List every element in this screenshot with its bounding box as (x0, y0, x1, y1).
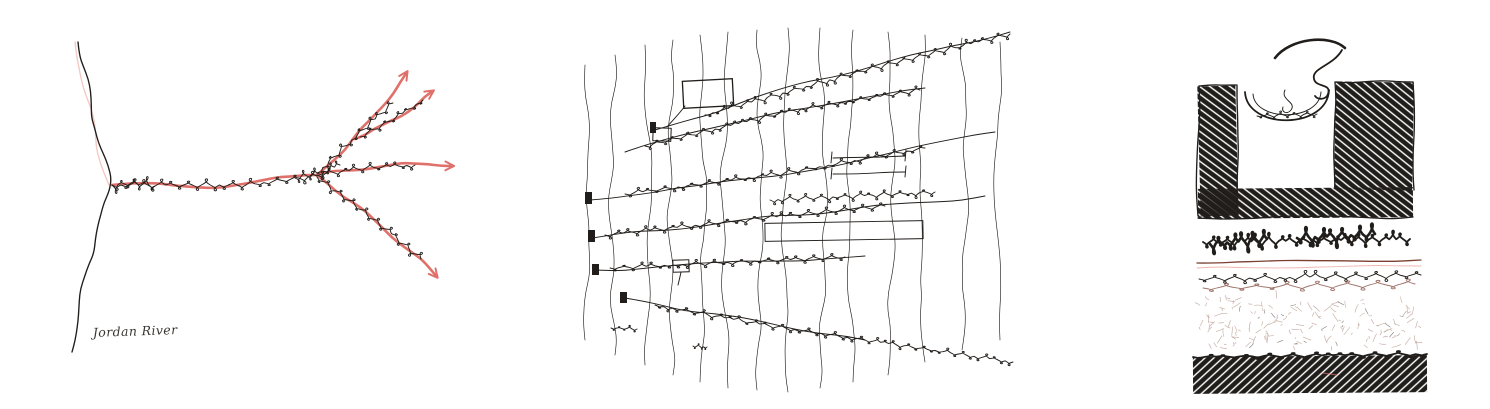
contour-line (846, 29, 856, 383)
scribble-garland-branch-right (316, 161, 416, 181)
survey-post (588, 230, 595, 242)
river-branching-sketch: Jordan River (71, 41, 456, 353)
contour-line (699, 34, 708, 383)
contour-line (780, 27, 790, 393)
terrace-ray-top-garland (704, 32, 1011, 118)
contour-line (755, 29, 764, 391)
plan-box-small-upper (652, 127, 672, 142)
hand-mark-scribble (610, 324, 638, 333)
scribble-garland-branch-upper-2 (359, 99, 424, 139)
terrace-ray-5-garland (609, 253, 846, 272)
red-branch-upper-2 (353, 89, 435, 141)
contour-line (918, 34, 926, 363)
hatched-band-top-edge (1192, 350, 1428, 361)
bowl-center-squiggle (1282, 89, 1293, 114)
dimension-bar-ticks (830, 165, 907, 180)
block-edge (1334, 80, 1414, 84)
contour-line (887, 31, 896, 376)
hatched-block-bottom-bar (1197, 187, 1414, 219)
dimension-bar (832, 155, 906, 159)
bowl-scribble (1256, 110, 1318, 120)
ground-garland (1198, 269, 1422, 285)
dimension-bar-ticks (830, 149, 907, 164)
block-edge (1412, 81, 1416, 191)
river-bank-line-red-shadow (74, 41, 110, 186)
mid-band-zigzag-left (1208, 228, 1269, 256)
terrace-ray-3-garland (624, 145, 926, 198)
field-scatter-sepia (1194, 290, 1423, 351)
terrace-ray-lower-garland (654, 304, 866, 343)
terrace-ray-lower (624, 297, 866, 341)
scribble-garland-trunk (111, 170, 318, 192)
red-branch-right (315, 160, 456, 177)
plan-box-small-lower-pole (677, 271, 682, 286)
scribble-garland-branch-upper (316, 101, 394, 174)
block-edge (1197, 215, 1414, 220)
contour-line (608, 54, 617, 356)
gesture-hook (1313, 49, 1343, 100)
sepia-ground-line (1196, 259, 1422, 264)
terrace-mid-garland (769, 189, 936, 206)
handwritten-caption: Jordan River (90, 322, 179, 340)
scribble-garland-branch-lower (316, 176, 423, 260)
terraced-field-perspective-sketch (583, 27, 1014, 393)
terrace-ray-3 (589, 131, 996, 201)
plan-box-top (681, 78, 735, 109)
red-ground-line (1196, 265, 1422, 269)
dimension-bar (832, 171, 906, 175)
terrace-ray-top (654, 31, 1011, 131)
river-bank-line (71, 41, 112, 353)
hand-mark-scribble (692, 343, 708, 351)
hatched-band-bottom (1192, 355, 1428, 394)
plan-box-top-leader (666, 105, 686, 128)
terrace-ray-lower-right-garland (864, 337, 1014, 367)
courtyard-section-sketch (1192, 38, 1428, 394)
terrace-ray-5 (596, 255, 866, 271)
terrace-ray-4-garland (604, 202, 886, 240)
mid-band-zigzag-right (1295, 222, 1377, 250)
scribble-knot-junction (294, 160, 341, 183)
block-edge (1236, 85, 1239, 189)
red-branch-lower (315, 173, 439, 279)
red-branch-upper-1 (315, 70, 409, 177)
field-scatter-ink (1239, 301, 1394, 349)
contour-line (643, 44, 653, 366)
plan-box-long (764, 220, 924, 242)
hatched-block-right (1334, 81, 1414, 191)
block-edge (1195, 85, 1201, 217)
ground-garland-sepia (1202, 278, 1416, 292)
gesture-arc (1273, 38, 1347, 60)
block-edge (1333, 81, 1337, 189)
terrace-ray-2 (624, 87, 926, 153)
hatched-block-left (1197, 85, 1239, 217)
block-edge (1198, 84, 1238, 87)
bowl-outline (1244, 89, 1330, 122)
contour-line (993, 41, 1003, 341)
scribble-knot-source (111, 176, 156, 194)
hatched-band-red-fleck (1322, 372, 1338, 376)
survey-post (620, 292, 627, 303)
field-scatter-faint (1204, 296, 1415, 350)
terrace-ray-2-garland (644, 85, 921, 150)
contour-line (960, 37, 969, 351)
contour-line (666, 39, 676, 376)
bowl-inner-line (1252, 91, 1322, 116)
terrace-ray-4 (592, 195, 986, 239)
contour-line (719, 31, 730, 389)
survey-post (592, 264, 599, 275)
survey-post (585, 192, 592, 204)
